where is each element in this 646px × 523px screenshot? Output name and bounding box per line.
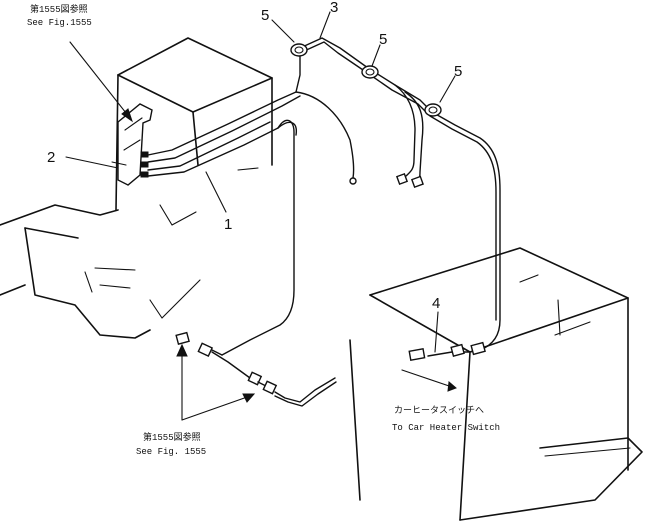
- callout-item-5-right: 5: [454, 63, 462, 80]
- callout-item-5-left: 5: [261, 7, 269, 24]
- heater-switch-note-jp: カーヒータスイッチへ: [394, 405, 484, 416]
- leader-lines: [65, 11, 456, 213]
- upper-harness: [299, 37, 501, 351]
- clamp-right: [424, 103, 442, 117]
- left-lower-housing: [0, 204, 201, 339]
- connector-bracket: [111, 103, 153, 186]
- heater-switch-note-en: To Car Heater Switch: [392, 423, 500, 433]
- main-harness: [147, 54, 357, 356]
- callout-item-2: 2: [47, 149, 55, 166]
- bottom-reference-jp: 第1555図参照: [143, 431, 201, 443]
- clamp-left: [290, 43, 308, 57]
- heater-switch-harness: [401, 311, 486, 392]
- clamp-middle: [361, 65, 379, 79]
- top-reference-jp: 第1555図参照: [30, 3, 88, 15]
- top-reference-en: See Fig.1555: [27, 18, 92, 28]
- bottom-reference-en: See Fig. 1555: [136, 447, 206, 457]
- callout-item-4: 4: [432, 295, 440, 312]
- lower-connectors: [175, 331, 337, 407]
- reference-arrows: [69, 41, 256, 421]
- callout-item-1: 1: [224, 216, 232, 233]
- callout-item-3: 3: [330, 0, 338, 16]
- callout-item-5-middle: 5: [379, 31, 387, 48]
